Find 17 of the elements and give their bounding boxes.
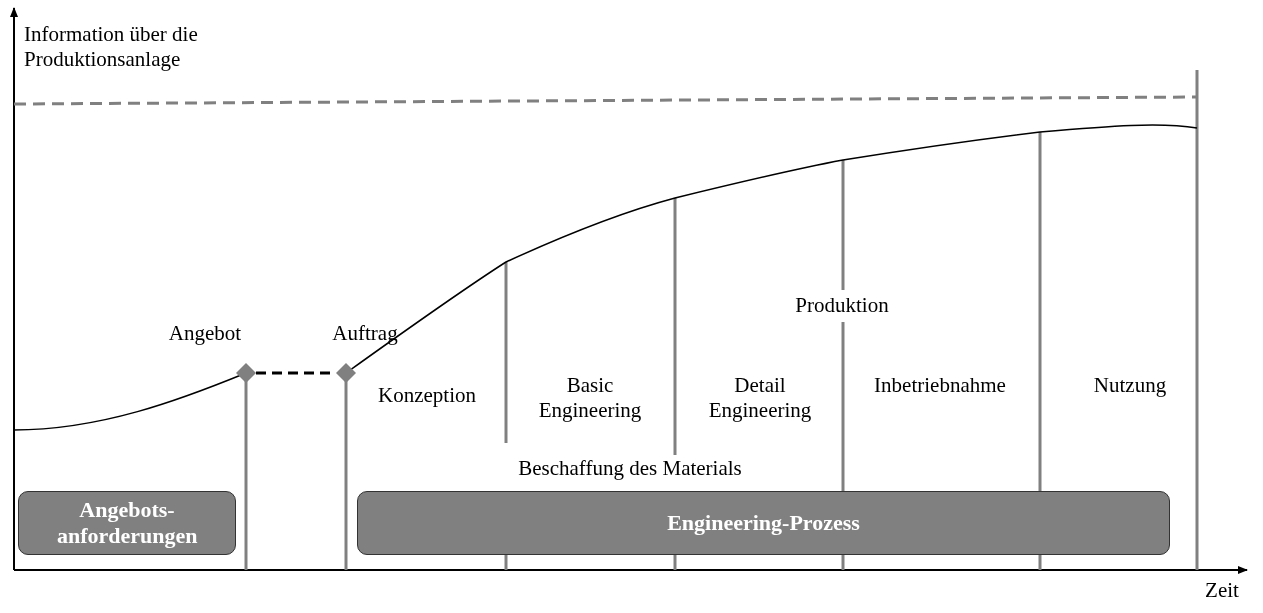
- milestone-diamond: [336, 363, 356, 383]
- phase-bar: [357, 491, 1170, 555]
- phase-label: Produktion: [794, 293, 890, 318]
- phase-label: Konzeption: [377, 383, 477, 408]
- phase-title: Angebots- anforderungen: [57, 497, 197, 549]
- phase-label: Detail Engineering: [707, 373, 813, 423]
- phase-label: Nutzung: [1092, 373, 1168, 398]
- axis-title: Zeit: [1204, 578, 1240, 603]
- axis-title: Information über die Produktionsanlage: [24, 22, 199, 72]
- milestone-label: Angebot: [167, 321, 243, 346]
- phase-bar: [18, 491, 236, 555]
- milestone-label: Auftrag: [331, 321, 399, 346]
- phase-label: Inbetriebnahme: [873, 373, 1007, 398]
- phase-label: Basic Engineering: [537, 373, 643, 423]
- phase-label: Beschaffung des Materials: [517, 456, 743, 481]
- phase-title: Engineering-Prozess: [667, 510, 860, 536]
- milestone-diamond: [236, 363, 256, 383]
